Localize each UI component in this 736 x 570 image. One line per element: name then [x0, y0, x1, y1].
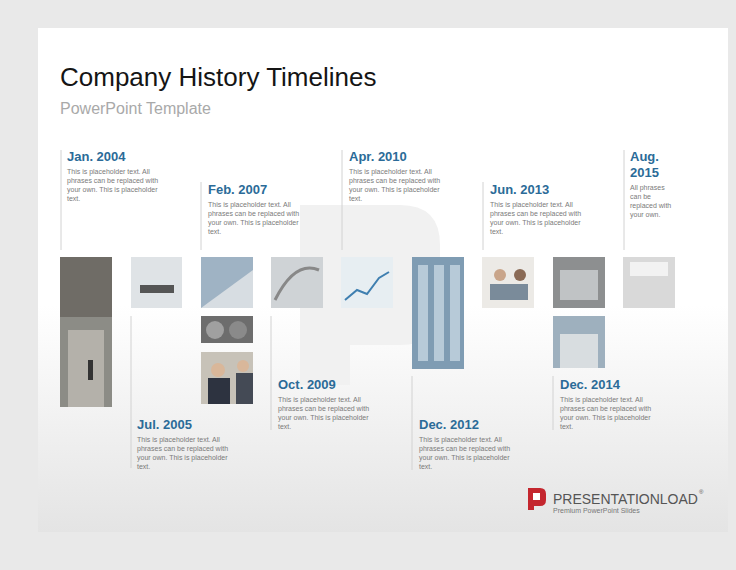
timeline-entry: Dec. 2014This is placeholder text. All p… [560, 377, 652, 431]
timeline-entry: Dec. 2012This is placeholder text. All p… [419, 417, 511, 471]
entry-date: Dec. 2014 [560, 377, 652, 393]
entry-date: Jan. 2004 [67, 149, 159, 165]
slide-title: Company History Timelines [60, 62, 376, 93]
entry-date: Dec. 2012 [419, 417, 511, 433]
timeline-entry: Jun. 2013This is placeholder text. All p… [490, 182, 582, 236]
entry-date: Jun. 2013 [490, 182, 582, 198]
entry-text: This is placeholder text. All phrases ca… [490, 200, 582, 236]
timeline-entry: Oct. 2009This is placeholder text. All p… [278, 377, 370, 431]
brand-tagline: Premium PowerPoint Slides [553, 507, 640, 514]
timeline-entry: Feb. 2007This is placeholder text. All p… [208, 182, 300, 236]
timeline-entry: Jul. 2005This is placeholder text. All p… [137, 417, 229, 471]
entry-text: This is placeholder text. All phrases ca… [137, 435, 229, 471]
entry-date: Feb. 2007 [208, 182, 300, 198]
slide-subtitle: PowerPoint Template [60, 100, 211, 118]
timeline-entry: Apr. 2010This is placeholder text. All p… [349, 149, 441, 203]
entry-text: This is placeholder text. All phrases ca… [278, 395, 370, 431]
entry-date: Jul. 2005 [137, 417, 229, 433]
entry-text: This is placeholder text. All phrases ca… [349, 167, 441, 203]
entry-text: This is placeholder text. All phrases ca… [208, 200, 300, 236]
entry-date: Oct. 2009 [278, 377, 370, 393]
entry-text: This is placeholder text. All phrases ca… [67, 167, 159, 203]
entry-date: Aug. 2015 [630, 149, 676, 181]
entry-date: Apr. 2010 [349, 149, 441, 165]
entry-text: This is placeholder text. All phrases ca… [419, 435, 511, 471]
timeline-entry: Jan. 2004This is placeholder text. All p… [67, 149, 159, 203]
entry-text: This is placeholder text. All phrases ca… [560, 395, 652, 431]
brand-name: PRESENTATIONLOAD [553, 491, 698, 507]
entry-text: All phrases can be replaced with your ow… [630, 183, 676, 219]
timeline-entry: Aug. 2015All phrases can be replaced wit… [630, 149, 676, 219]
trademark-sign: ® [699, 489, 703, 495]
